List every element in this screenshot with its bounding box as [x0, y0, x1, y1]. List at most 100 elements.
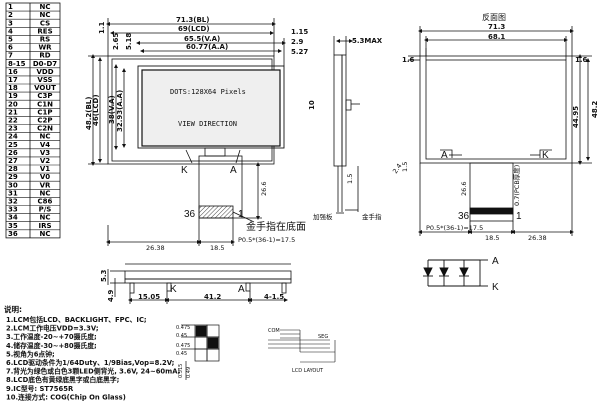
- side-view-text: 5.3MAX 10 1.5 加强板 金手指: [308, 37, 383, 221]
- bottom-view-text: 5.3 4.9 15.05 41.2 4-1.5 K A: [100, 269, 284, 302]
- pin-number: 6: [8, 44, 13, 52]
- bottom-pin-a: [245, 282, 251, 292]
- pin-number: 33: [8, 206, 18, 214]
- front-dim-26-38: 26.38: [146, 244, 165, 252]
- side-dim-10: 10: [308, 100, 316, 110]
- fpc-gold-fingers: [198, 205, 234, 219]
- pin-number: 27: [8, 157, 18, 165]
- dim-5-27: 5.27: [291, 48, 308, 56]
- pin-signal: NC: [40, 189, 51, 197]
- pixel-dim-5: 0.515: [178, 364, 184, 378]
- bottom-dim-5-3: 5.3: [100, 269, 108, 282]
- dim-38-va: 38(V.A): [108, 95, 116, 124]
- pin-signal: V1: [40, 165, 50, 173]
- front-dim-26-6: 26.6: [260, 182, 268, 196]
- pin-number: 25: [8, 141, 18, 149]
- note-item: 8.LCD底色有黄绿底黑字或白底黑字;: [6, 375, 119, 384]
- pin-number: 21: [8, 108, 18, 116]
- led-schematic-text: A K: [492, 256, 499, 293]
- pin-number: 17: [8, 76, 18, 84]
- bottom-label-a: A: [238, 284, 245, 295]
- led-schematic: [423, 259, 488, 287]
- front-label-k: K: [181, 165, 188, 176]
- side-dim-1-5: 1.5: [346, 174, 354, 184]
- front-view-text: 71.3(BL) 69(LCD) 65.5(V.A) 60.77(A.A) 1.…: [85, 16, 308, 252]
- pin-signal: V0: [40, 173, 50, 181]
- side-max-note: 5.3MAX: [352, 37, 383, 45]
- pixel-detail-text: 0.475 0.45 0.475 0.45 0.515 0.49: [176, 325, 192, 378]
- pin-signal: RS: [40, 36, 50, 44]
- pin-signal: CS: [40, 19, 50, 27]
- pin-signal: IRS: [38, 222, 51, 230]
- pin-number: 5: [8, 36, 13, 44]
- rear-view-text: 反面图 71.3 68.1 1.6 1.6 44.95 48.2 A K 36 …: [391, 12, 599, 242]
- side-tab: [345, 99, 352, 111]
- dim-2-9: 2.9: [291, 38, 304, 46]
- pin-number: 35: [8, 222, 18, 230]
- bottom-backlight: [124, 278, 292, 284]
- note-item: 9.IC型号: ST7565R: [6, 384, 74, 393]
- pixel-dim-1: 0.475: [176, 325, 190, 331]
- rear-dim-71-3: 71.3: [488, 23, 505, 31]
- pin-signal: NC: [40, 230, 51, 238]
- dim-48-2-bl: 48.2(BL): [85, 97, 93, 130]
- pixel-dim-6: 0.49: [186, 367, 192, 378]
- pin-signal: RD: [39, 52, 50, 60]
- dim-32-93-aa: 32.93(A.A): [116, 90, 124, 132]
- pin-signal: NC: [40, 11, 51, 19]
- dim-1-15: 1.15: [291, 28, 308, 36]
- rear-dim-1-6-right: 1.6: [575, 56, 588, 64]
- pixel-dim-2: 0.45: [176, 333, 187, 339]
- note-item: 2.LCM工作电压VDD=3.3V;: [6, 324, 99, 333]
- side-gold-finger-label: 金手指: [362, 212, 382, 221]
- pin-signal: NC: [40, 3, 51, 11]
- bottom-clip-right: [281, 282, 287, 294]
- pin-number: 2: [8, 11, 13, 19]
- pin-number: 16: [8, 68, 18, 76]
- front-pitch: P0.5*(36-1)=17.5: [238, 236, 295, 244]
- pin-number: 36: [8, 230, 18, 238]
- pin-number: 20: [8, 100, 18, 108]
- rear-dim-1-5: 1.5: [401, 162, 409, 172]
- notes-title: 说明:: [4, 304, 22, 314]
- pin-signal: NC: [40, 214, 51, 222]
- pin-signal: VR: [40, 181, 51, 189]
- note-item: 6.LCD驱动条件为1/64Duty、1/9Bias,Vop=8.2V;: [6, 358, 174, 367]
- pin-number: 3: [8, 19, 13, 27]
- pin-signal: P/S: [39, 206, 52, 214]
- rear-fpc: [469, 162, 514, 222]
- rear-dim-26-38: 26.38: [528, 234, 547, 242]
- bottom-view: [107, 263, 292, 304]
- led-label-a: A: [492, 256, 499, 267]
- pin-signal: C3P: [37, 92, 52, 100]
- pin-signal: V2: [40, 157, 50, 165]
- bottom-label-k: K: [170, 284, 177, 295]
- rear-dim-68-1: 68.1: [488, 33, 505, 41]
- pin-signal: VOUT: [34, 84, 56, 92]
- rear-pitch: P0.5*(36-1)=17.5: [426, 224, 483, 232]
- rear-dim-pcb: 0.7(PCB厚度): [512, 165, 521, 206]
- pin-number: 28: [8, 165, 18, 173]
- bottom-clip-left: [129, 282, 135, 294]
- note-item: 1.LCM包括LCD、BACKLIGHT、FPC、IC;: [6, 315, 147, 324]
- pin-signal: WR: [38, 44, 52, 52]
- led-diode-2: [439, 267, 449, 278]
- pin-signal: C1P: [37, 108, 52, 116]
- bottom-pin-k: [166, 282, 172, 292]
- front-label-1: 1: [238, 209, 244, 220]
- pin-signal: D0-D7: [33, 60, 57, 68]
- notes-block: 说明: 1.LCM包括LCD、BACKLIGHT、FPC、IC;2.LCM工作电…: [4, 304, 180, 401]
- com-label: COM: [268, 328, 280, 334]
- pin-table-frame: [5, 2, 61, 239]
- side-backlight: [341, 54, 347, 167]
- pin-signal: V4: [40, 141, 50, 149]
- dim-71-3-bl: 71.3(BL): [176, 16, 209, 24]
- pin-number: 4: [8, 27, 13, 35]
- seg-label: SEG: [318, 334, 328, 340]
- lcd-layout-label: LCD LAYOUT: [292, 368, 324, 374]
- rear-dim-26-6: 26.6: [460, 182, 468, 196]
- rear-dim-44-95: 44.95: [572, 106, 580, 128]
- rear-label-a: A: [441, 150, 448, 161]
- pin-signal: VDD: [36, 68, 53, 76]
